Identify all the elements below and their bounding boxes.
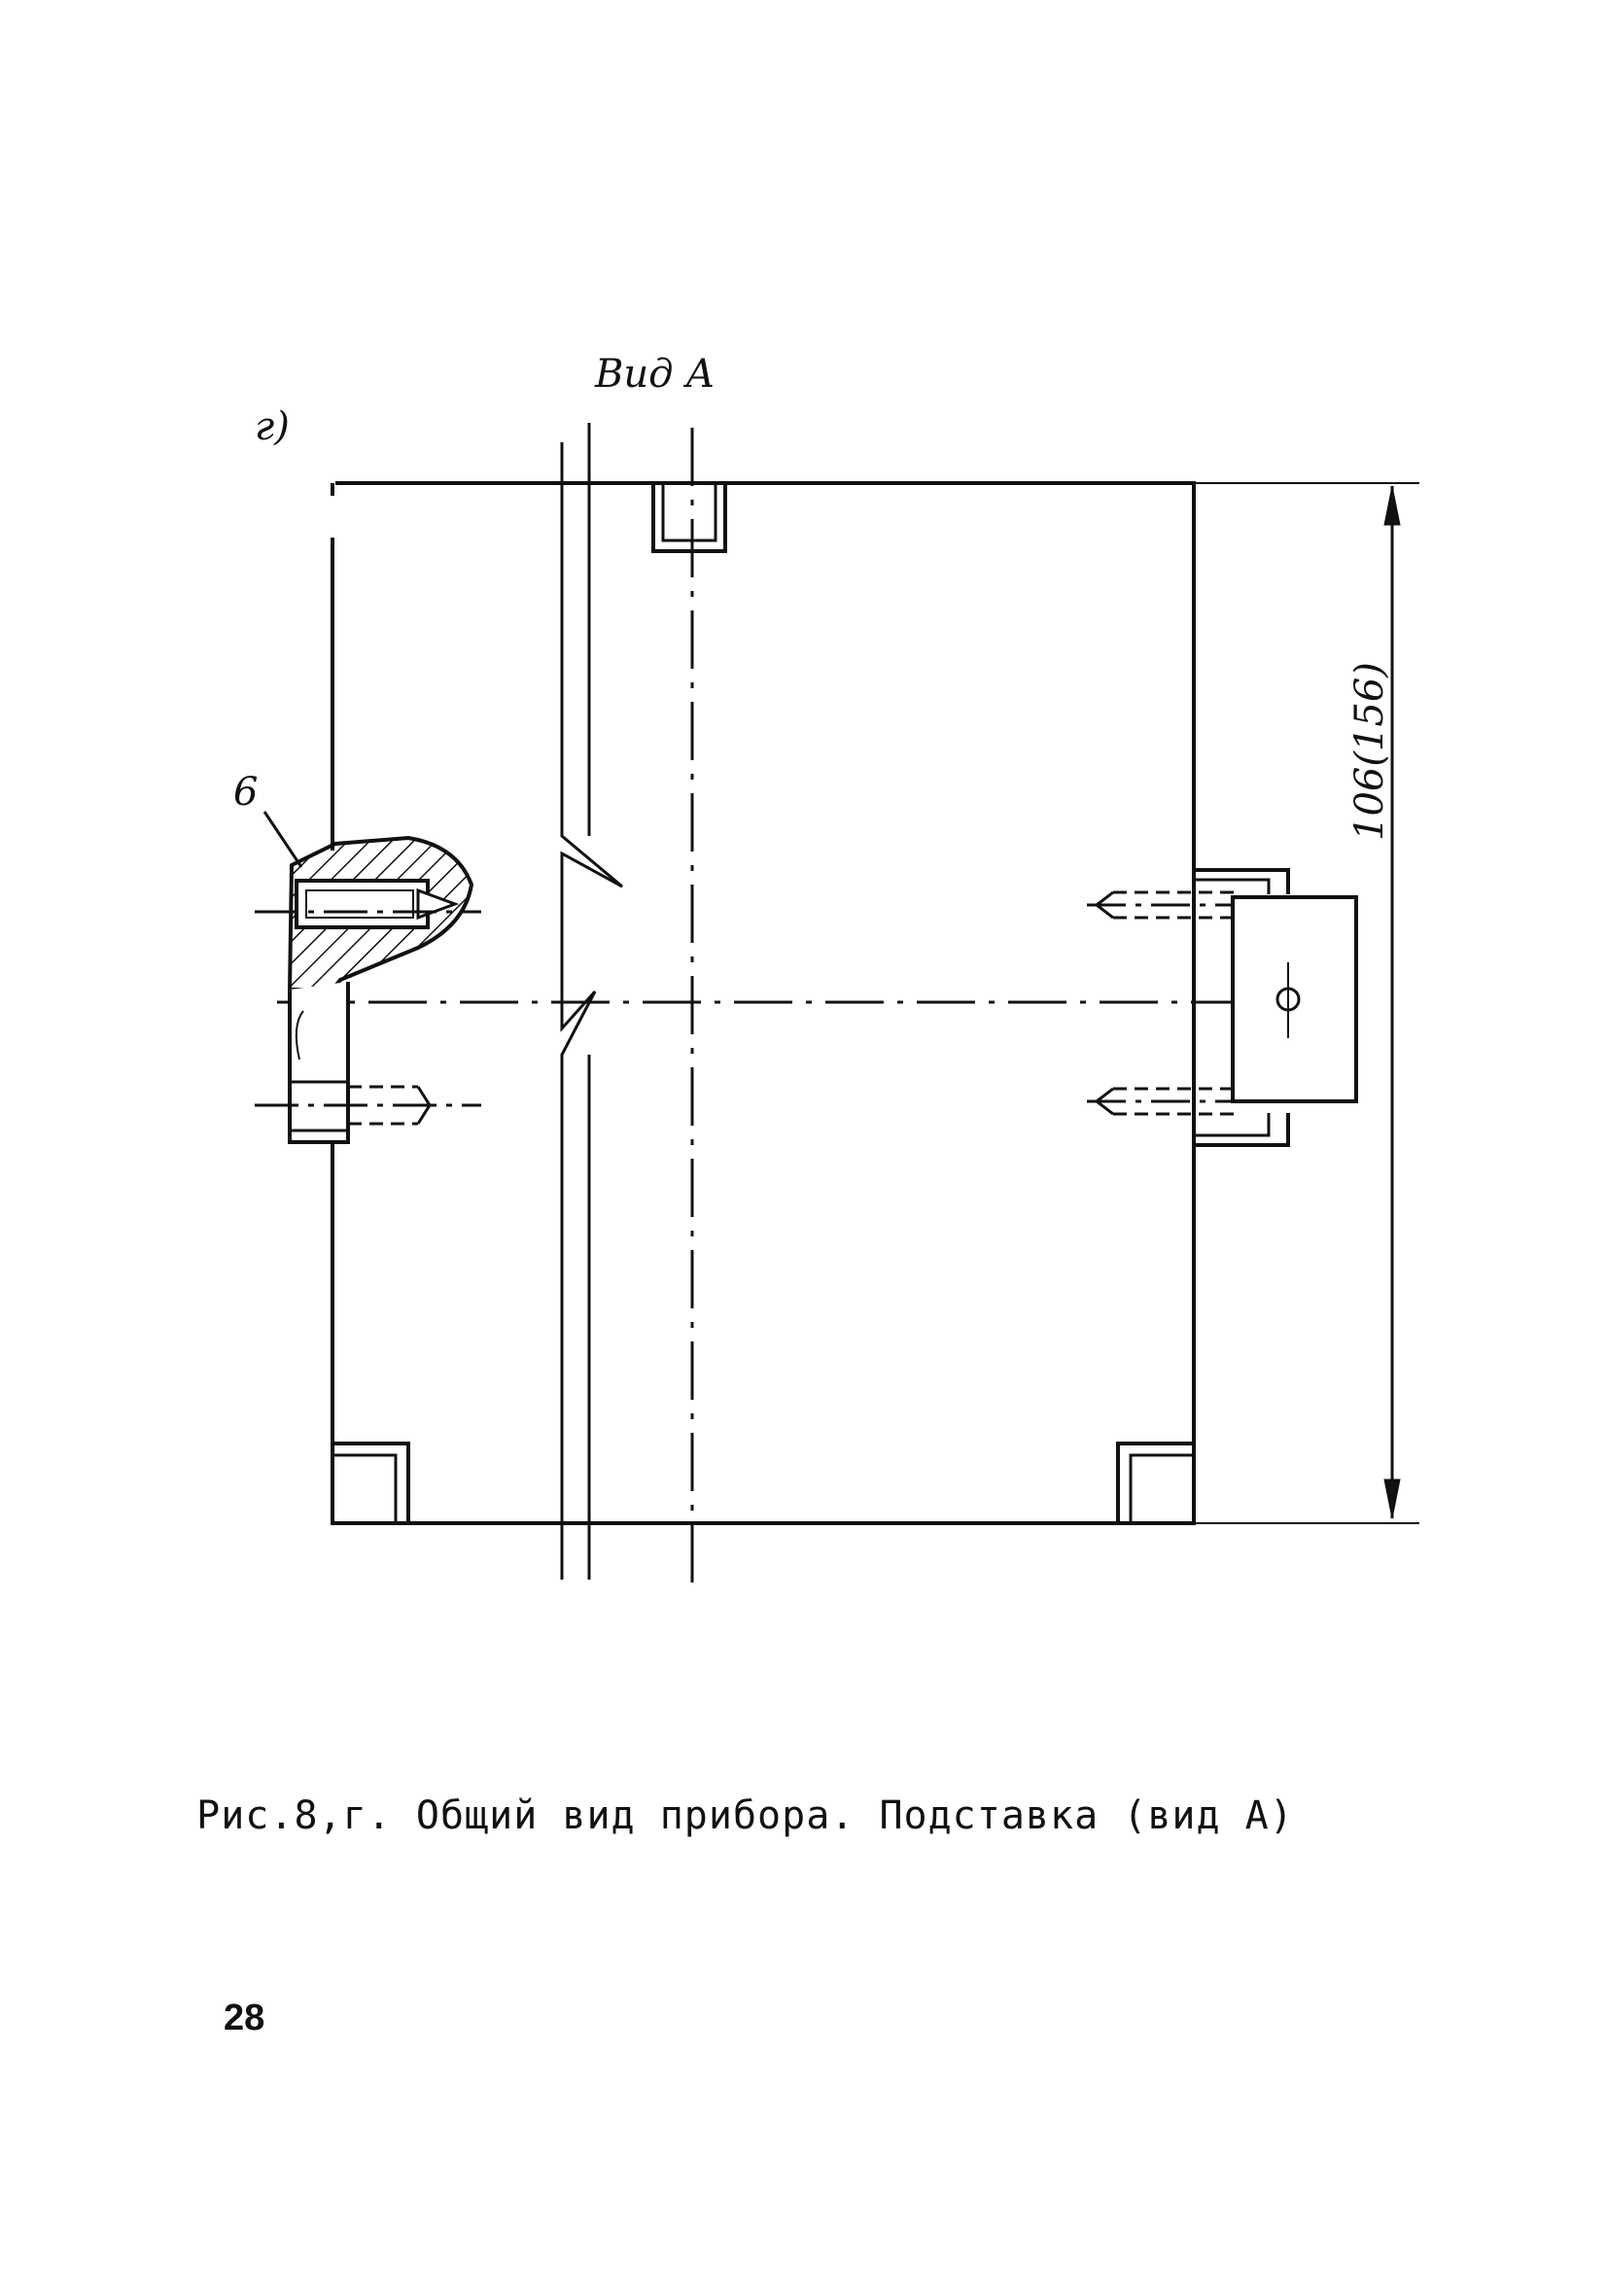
figure-caption: Рис.8,г. Общий вид прибора. Подставка (в… xyxy=(196,1793,1294,1838)
dimension-label: 106(156) xyxy=(1347,662,1392,841)
part-label: 6 xyxy=(233,770,258,815)
page-number: 28 xyxy=(224,1998,265,2038)
sub-figure-label: г) xyxy=(255,404,290,449)
top-notch xyxy=(651,483,727,553)
view-label: Вид А xyxy=(594,352,716,397)
height-dimension xyxy=(1194,482,1419,1524)
right-mounting-bracket xyxy=(1087,868,1358,1147)
vertical-break-lines xyxy=(560,423,623,1580)
left-mounting-bracket xyxy=(255,811,481,1144)
bottom-left-foot xyxy=(332,1442,410,1523)
bottom-right-foot xyxy=(1116,1442,1194,1523)
